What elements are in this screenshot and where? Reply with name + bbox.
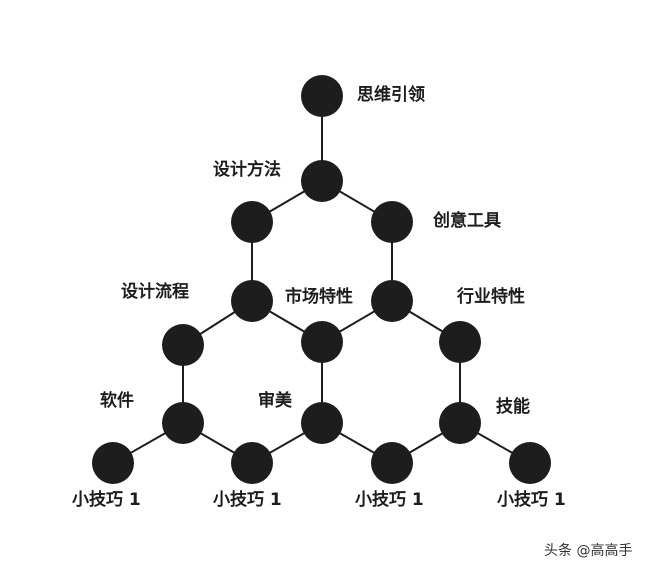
node-circle bbox=[371, 442, 413, 484]
label-aesthetics: 审美 bbox=[258, 391, 292, 411]
label-tip-2: 小技巧 1 bbox=[213, 490, 282, 510]
node-circle bbox=[301, 402, 343, 444]
watermark: 头条 @高高手 bbox=[544, 543, 633, 559]
node-circle bbox=[231, 201, 273, 243]
node-circle bbox=[162, 324, 204, 366]
node-circle bbox=[439, 321, 481, 363]
label-tip-3: 小技巧 1 bbox=[355, 490, 424, 510]
label-design-process: 设计流程 bbox=[121, 282, 189, 302]
node-circle bbox=[301, 321, 343, 363]
node-circle bbox=[231, 442, 273, 484]
label-creative-tools: 创意工具 bbox=[433, 211, 501, 231]
label-skills: 技能 bbox=[496, 397, 530, 417]
node-circle bbox=[371, 201, 413, 243]
node-circle bbox=[301, 75, 343, 117]
node-circle bbox=[92, 442, 134, 484]
node-circle bbox=[371, 280, 413, 322]
label-software: 软件 bbox=[100, 391, 134, 411]
node-circle bbox=[439, 402, 481, 444]
node-circle bbox=[301, 160, 343, 202]
node-circle bbox=[162, 402, 204, 444]
node-circle bbox=[231, 280, 273, 322]
label-tip-4: 小技巧 1 bbox=[497, 490, 566, 510]
label-design-method: 设计方法 bbox=[213, 160, 281, 180]
label-tip-1: 小技巧 1 bbox=[72, 490, 141, 510]
label-industry-traits: 行业特性 bbox=[457, 287, 525, 307]
node-circle bbox=[509, 442, 551, 484]
label-market-traits: 市场特性 bbox=[285, 287, 353, 307]
label-thinking-lead: 思维引领 bbox=[357, 85, 425, 105]
